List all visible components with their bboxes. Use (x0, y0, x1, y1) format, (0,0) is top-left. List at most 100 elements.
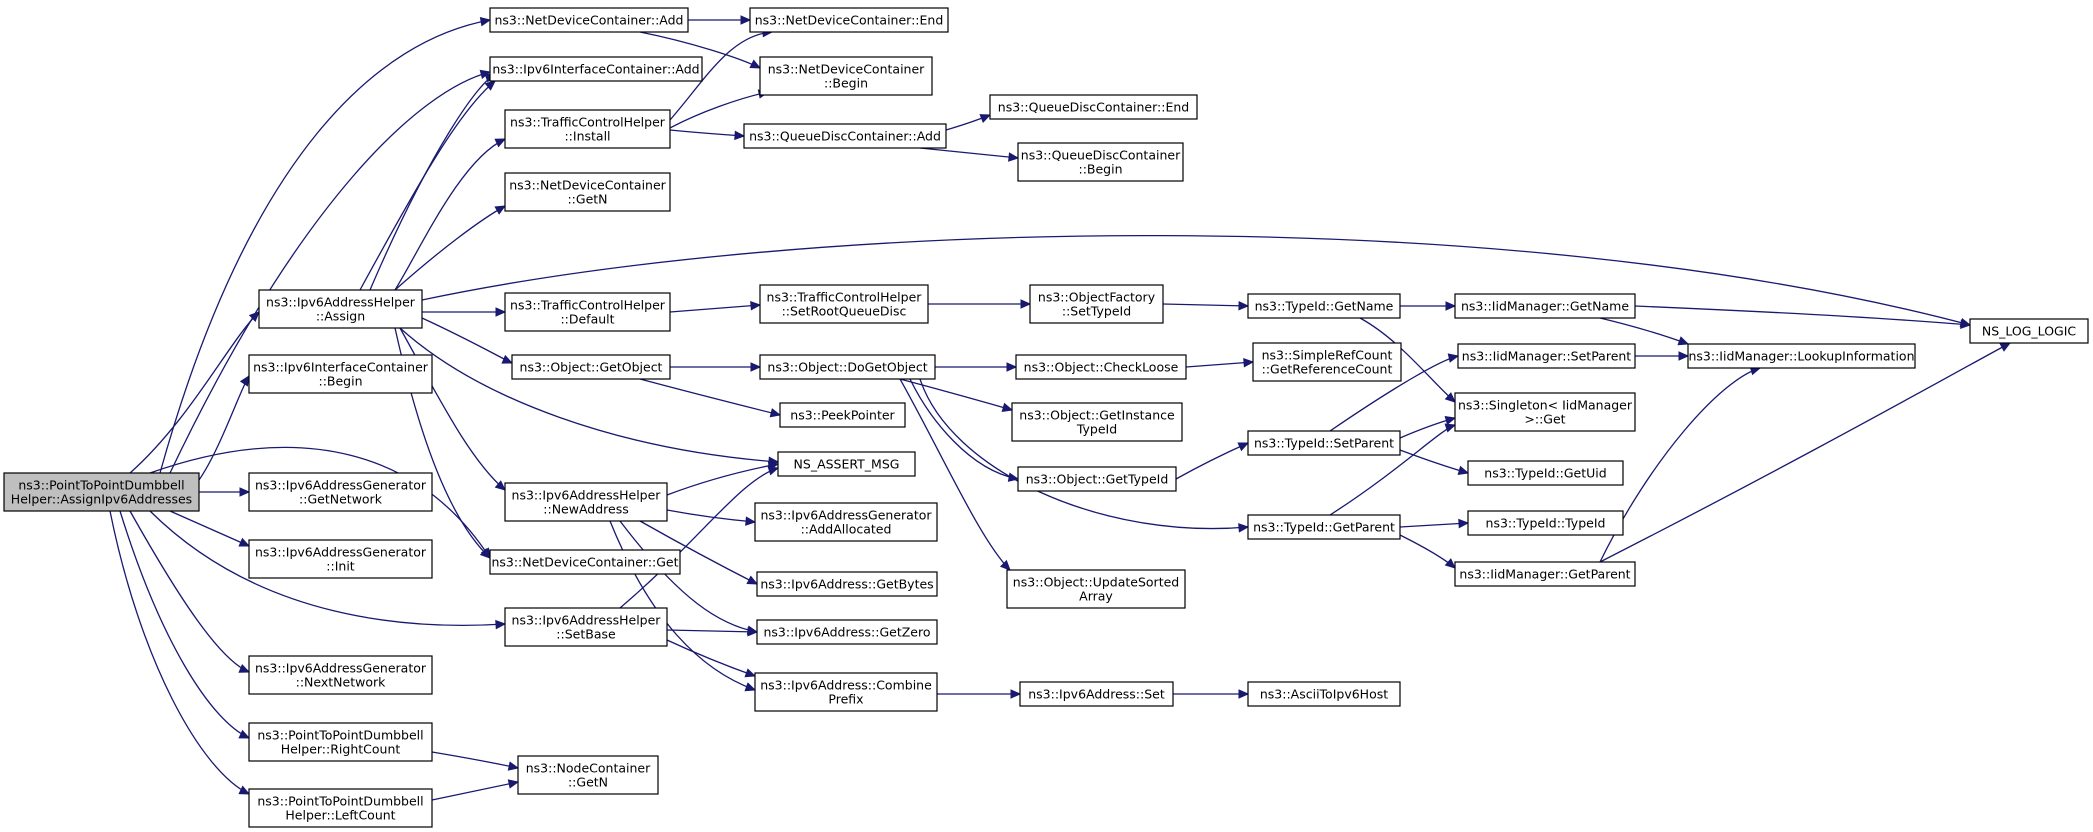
edge-line (899, 378, 1011, 571)
node-iaGetBytes[interactable]: ns3::Ipv6Address::GetBytes (756, 571, 938, 597)
arrow-head-icon (1960, 319, 1972, 329)
node-label-line: Prefix (828, 692, 863, 707)
node-ncGetN[interactable]: ns3::NodeContainer::GetN (517, 755, 659, 795)
arrow-head-icon (1010, 689, 1022, 699)
node-tchSetRoot[interactable]: ns3::TrafficControlHelper::SetRootQueueD… (759, 284, 929, 324)
node-objDoGetObject[interactable]: ns3::Object::DoGetObject (759, 354, 936, 380)
edge-iahAssign-to-tchDefault (422, 307, 507, 317)
node-ndcAdd[interactable]: ns3::NetDeviceContainer::Add (489, 7, 689, 33)
node-label-line: ::Default (560, 312, 614, 327)
node-box (248, 539, 433, 579)
node-qdcEnd[interactable]: ns3::QueueDiscContainer::End (989, 94, 1198, 120)
edge-iahSetBase-to-iaCombine (666, 639, 757, 678)
node-box (248, 472, 433, 512)
arrow-head-icon (1447, 353, 1460, 363)
edge-line (666, 639, 756, 677)
node-tchInstall[interactable]: ns3::TrafficControlHelper::Install (504, 109, 671, 149)
node-box (989, 94, 1198, 120)
node-iaGetZero[interactable]: ns3::Ipv6Address::GetZero (756, 619, 938, 645)
node-iagInit[interactable]: ns3::Ipv6AddressGenerator::Init (248, 539, 433, 579)
node-qdcAdd[interactable]: ns3::QueueDiscContainer::Add (743, 123, 947, 149)
node-label-line: Array (1079, 589, 1113, 604)
arrow-head-icon (1678, 351, 1690, 361)
node-imLookup[interactable]: ns3::IidManager::LookupInformation (1687, 343, 1916, 369)
node-ndcEnd[interactable]: ns3::NetDeviceContainer::End (749, 7, 949, 33)
node-ptpLeftCount[interactable]: ns3::PointToPointDumbbellHelper::LeftCou… (248, 788, 433, 828)
node-tchDefault[interactable]: ns3::TrafficControlHelper::Default (504, 292, 671, 332)
node-label-line: ns3::Ipv6AddressGenerator (255, 478, 427, 493)
edge-line (669, 91, 769, 129)
node-peek[interactable]: ns3::PeekPointer (779, 402, 906, 428)
edge-tchInstall-to-qdcAdd (669, 129, 746, 141)
node-ptpRightCount[interactable]: ns3::PointToPointDumbbellHelper::RightCo… (248, 722, 433, 762)
node-label-line: ::AddAllocated (801, 522, 892, 537)
node-tidGetUid[interactable]: ns3::TypeId::GetUid (1467, 460, 1624, 486)
node-qdcBegin[interactable]: ns3::QueueDiscContainer::Begin (1017, 142, 1184, 182)
edge-ofSetTypeId-to-tidGetName (1162, 301, 1250, 311)
node-iagAddAllocated[interactable]: ns3::Ipv6AddressGenerator::AddAllocated (754, 502, 938, 542)
node-assertMsg[interactable]: NS_ASSERT_MSG (777, 451, 916, 477)
node-logic[interactable]: NS_LOG_LOGIC (1969, 318, 2089, 344)
node-asciiToIpv6[interactable]: ns3::AsciiToIpv6Host (1247, 681, 1401, 707)
node-singletonGet[interactable]: ns3::Singleton< IidManager >::Get (1454, 392, 1636, 432)
node-label-line: ns3::Object::GetInstance (1019, 408, 1175, 423)
node-objGetTypeId[interactable]: ns3::Object::GetTypeId (1017, 466, 1177, 492)
node-label-line: ::Install (564, 129, 610, 144)
node-tidGetName[interactable]: ns3::TypeId::GetName (1247, 293, 1401, 319)
node-box (248, 354, 433, 394)
node-label-line: ns3::QueueDiscContainer::Add (749, 129, 941, 144)
arrow-head-icon (495, 619, 507, 630)
edge-iahNewAddress-to-iagAddAllocated (666, 509, 757, 526)
node-ndcGetN[interactable]: ns3::NetDeviceContainer::GetN (504, 172, 671, 212)
node-root[interactable]: ns3::PointToPointDumbbellHelper::AssignI… (3, 472, 200, 512)
edge-tidSetParent-to-imSetParent (1329, 353, 1460, 432)
node-tidTypeId[interactable]: ns3::TypeId::TypeId (1467, 510, 1624, 536)
node-iagNextNetwork[interactable]: ns3::Ipv6AddressGenerator::NextNetwork (248, 655, 433, 695)
node-label-line: NS_LOG_LOGIC (1982, 324, 2077, 339)
node-iahAssign[interactable]: ns3::Ipv6AddressHelper::Assign (258, 289, 423, 329)
edge-tidGetParent-to-singletonGet (1329, 423, 1457, 516)
node-srcGetRef[interactable]: ns3::SimpleRefCount::GetReferenceCount (1252, 342, 1402, 382)
edge-iahAssign-to-assertMsg (399, 327, 780, 467)
node-label-line: ::Begin (1078, 162, 1122, 177)
edge-tidSetParent-to-tidGetUid (1399, 449, 1470, 475)
edge-ndcAdd-to-ndcBegin (639, 31, 762, 69)
arrow-head-icon (1444, 392, 1456, 403)
node-box (756, 571, 938, 597)
node-iicBegin[interactable]: ns3::Ipv6InterfaceContainer::Begin (248, 354, 433, 394)
edge-objCheckLoose-to-srcGetRef (1185, 357, 1255, 368)
node-label-line: ::Begin (318, 374, 362, 389)
edge-line (639, 378, 781, 416)
edge-tidGetName-to-singletonGet (1359, 317, 1456, 403)
node-label-line: ns3::NodeContainer (526, 761, 651, 776)
node-iaSet[interactable]: ns3::Ipv6Address::Set (1019, 681, 1174, 707)
node-iahSetBase[interactable]: ns3::Ipv6AddressHelper::SetBase (504, 607, 668, 647)
node-box (1457, 343, 1636, 369)
node-ndcBegin[interactable]: ns3::NetDeviceContainer::Begin (759, 56, 933, 96)
node-imGetParent[interactable]: ns3::IidManager::GetParent (1454, 561, 1636, 587)
node-iahNewAddress[interactable]: ns3::Ipv6AddressHelper::NewAddress (504, 482, 668, 522)
node-tidSetParent[interactable]: ns3::TypeId::SetParent (1247, 430, 1401, 456)
node-box (1006, 569, 1186, 609)
node-label-line: ns3::Ipv6AddressHelper (512, 488, 662, 503)
node-label-line: ns3::Ipv6AddressGenerator (255, 545, 427, 560)
edge-tchInstall-to-ndcBegin (669, 89, 770, 129)
node-label-line: ::NewAddress (543, 502, 628, 517)
node-objCheckLoose[interactable]: ns3::Object::CheckLoose (1015, 354, 1187, 380)
node-label-line: ns3::Object::CheckLoose (1024, 360, 1179, 375)
node-ndcGet[interactable]: ns3::NetDeviceContainer::Get (489, 549, 681, 575)
arrow-head-icon (1445, 301, 1457, 311)
node-tidGetParent[interactable]: ns3::TypeId::GetParent (1247, 514, 1401, 540)
node-ofSetTypeId[interactable]: ns3::ObjectFactory::SetTypeId (1029, 284, 1164, 324)
node-imSetParent[interactable]: ns3::IidManager::SetParent (1457, 343, 1636, 369)
node-objGetObject[interactable]: ns3::Object::GetObject (511, 354, 671, 380)
node-box (756, 619, 938, 645)
node-iagGetNetwork[interactable]: ns3::Ipv6AddressGenerator::GetNetwork (248, 472, 433, 512)
node-imGetName[interactable]: ns3::IidManager::GetName (1454, 293, 1636, 319)
node-iicAdd[interactable]: ns3::Ipv6InterfaceContainer::Add (489, 56, 703, 82)
arrow-head-icon (494, 138, 507, 148)
arrow-head-icon (479, 547, 491, 559)
